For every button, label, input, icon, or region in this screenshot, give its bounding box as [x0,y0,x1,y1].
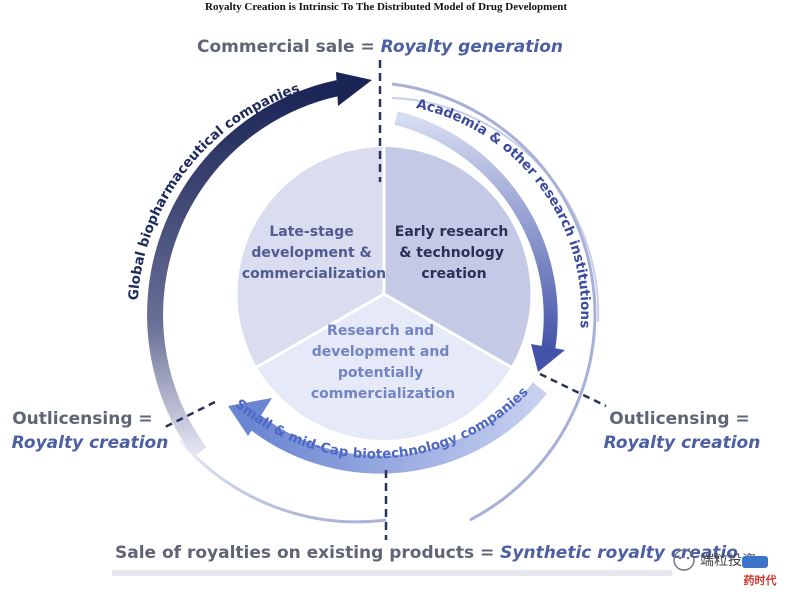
academia-arc [394,111,558,352]
right-label-plain: Outlicensing = [609,409,749,429]
bottom-label-plain: Sale of royalties on existing products = [115,543,500,563]
diagram-title: Royalty Creation is Intrinsic To The Dis… [205,1,567,13]
watermark-text-2: 药时代 [744,573,777,587]
small-biotech-arc [244,382,548,474]
sector-divider-left [256,292,385,369]
dash-right [539,372,607,408]
outer-ring-far-right [391,82,597,522]
sector-label-late-stage: Late-stage development & commercializati… [242,224,386,282]
sector-label-early-research: Early research & technology creation [395,224,513,282]
top-label-plain: Commercial sale = [197,37,381,57]
watermark: 端粒投资 药时代 [673,549,777,587]
academia-arrowhead [531,344,565,372]
sector-divider-right [383,292,512,369]
left-label: Outlicensing = Royalty creation [12,409,169,453]
sector-label-research-dev: Research and development and potentially… [311,323,455,402]
bottom-label: Sale of royalties on existing products =… [115,543,738,563]
dash-left [162,400,216,430]
wechat-icon [673,549,695,571]
watermark-badge-icon [742,556,768,568]
outer-ring-bottom [178,439,387,524]
ghost-text-strip [112,570,672,576]
global-pharma-arrowhead [336,72,372,106]
sector-late-stage [237,147,384,367]
left-label-plain: Outlicensing = [12,409,152,429]
global-pharma-arc [147,80,340,457]
right-label: Outlicensing = Royalty creation [604,409,761,453]
sector-early-research [384,147,531,367]
sector-research-dev [257,294,511,440]
right-label-accent: Royalty creation [604,433,761,453]
left-label-accent: Royalty creation [12,433,169,453]
top-label-accent: Royalty generation [381,37,563,57]
top-label: Commercial sale = Royalty generation [197,37,563,57]
small-biotech-arrowhead [228,398,272,436]
